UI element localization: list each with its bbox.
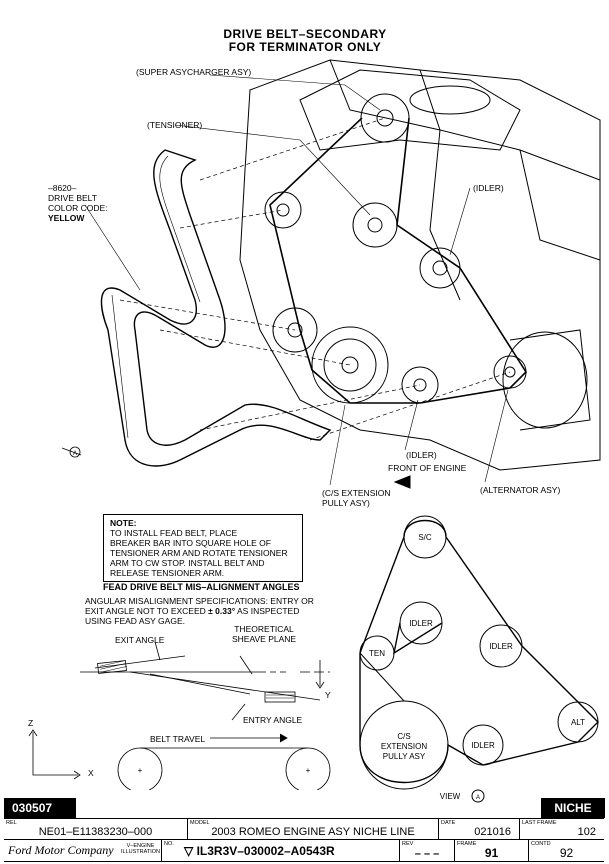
- label-entry-angle: ENTRY ANGLE: [243, 715, 303, 725]
- engine-illustration: A: [61, 59, 601, 489]
- model-value: 2003 ROMEO ENGINE ASY NICHE LINE: [211, 826, 415, 838]
- belt-name: DRIVE BELT: [48, 193, 97, 203]
- spec-line-2: EXIT ANGLE NOT TO EXCEED ± 0.33° AS INSP…: [85, 606, 314, 616]
- lastframe-caption: LAST FRAME: [522, 820, 557, 826]
- note-line-1: TO INSTALL FEAD BELT, PLACE: [110, 528, 238, 538]
- svg-text:+: +: [306, 766, 311, 775]
- label-sheave-plane: THEORETICAL SHEAVE PLANE: [232, 624, 296, 644]
- label-belt-travel: BELT TRAVEL: [150, 734, 206, 744]
- cell-number: NO. ▽ IL3R3V–030002–A0543R: [162, 840, 400, 861]
- cell-date: DATE 021016: [439, 819, 520, 839]
- label-tensioner: (TENSIONER): [147, 120, 203, 130]
- spec-tolerance: ± 0.33°: [208, 606, 236, 616]
- tensioner-pulley: [352, 202, 398, 248]
- v-engine-illustration: V–ENGINE ILLUSTRATION: [121, 843, 160, 855]
- title-block: REL NE01–E11383230–000 MODEL 2003 ROMEO …: [4, 818, 604, 862]
- label-cs-extension-line2: PULLY ASY): [322, 498, 370, 508]
- routing-diagram: S/C IDLER TEN IDLER C/S EXTENSION PULLY …: [359, 515, 599, 803]
- route-label-cs-1: C/S: [397, 732, 410, 741]
- spec-line-2a: EXIT ANGLE NOT TO EXCEED: [85, 606, 209, 616]
- no-value: IL3R3V–030002–A0543R: [196, 844, 335, 858]
- label-axis-z: Z: [28, 718, 34, 728]
- route-label-sc: S/C: [418, 533, 432, 542]
- cell-model: MODEL 2003 ROMEO ENGINE ASY NICHE LINE: [188, 819, 439, 839]
- title-line-2: FOR TERMINATOR ONLY: [228, 40, 382, 54]
- contd-value: 92: [559, 846, 574, 860]
- footer-code: 030507: [4, 798, 76, 818]
- cell-ford: Ford Motor Company V–ENGINE ILLUSTRATION: [4, 840, 162, 861]
- crankshaft-pulley: [311, 326, 389, 404]
- label-axis-y: Y: [325, 690, 331, 700]
- illustration-number: ▽ IL3R3V–030002–A0543R: [184, 844, 335, 858]
- label-sheave-line2: SHEAVE PLANE: [232, 634, 297, 644]
- note-line-3: TENSIONER ARM AND ROTATE TENSIONER: [110, 548, 288, 558]
- label-exit-angle: EXIT ANGLE: [115, 635, 165, 645]
- misalignment-diagram: + +: [28, 641, 331, 790]
- label-front-of-engine: FRONT OF ENGINE: [388, 463, 467, 473]
- model-caption: MODEL: [190, 820, 210, 826]
- belt-part-number: –8620–: [48, 183, 77, 193]
- belt-color-code: COLOR CODE:: [48, 203, 108, 213]
- svg-text:+: +: [138, 766, 143, 775]
- route-label-idler-top: IDLER: [409, 619, 433, 628]
- label-cs-extension: (C/S EXTENSION PULLY ASY): [322, 488, 390, 508]
- rev-caption: REV: [402, 841, 414, 847]
- drive-belt-exploded: [100, 149, 332, 467]
- label-supercharger: (SUPER ASYCHARGER ASY): [136, 67, 252, 77]
- v-engine-line1: V–ENGINE: [126, 843, 155, 849]
- cell-last-frame: LAST FRAME 102: [520, 819, 604, 839]
- label-alternator: (ALTERNATOR ASY): [480, 485, 561, 495]
- spec-line-2c: AS INSPECTED: [235, 606, 300, 616]
- route-view-letter: A: [476, 795, 480, 801]
- cell-rel: REL NE01–E11383230–000: [4, 819, 188, 839]
- note-line-2: BREAKER BAR INTO SQUARE HOLE OF: [110, 538, 271, 548]
- frame-value: 91: [484, 846, 499, 860]
- label-axis-x: X: [88, 768, 94, 778]
- route-label-cs-2: EXTENSION: [381, 742, 427, 751]
- misalignment-heading: FEAD DRIVE BELT MIS–ALIGNMENT ANGLES: [103, 582, 300, 592]
- route-belt: [359, 519, 599, 784]
- date-caption: DATE: [441, 820, 456, 826]
- frame-caption: FRAME: [457, 841, 477, 847]
- note-heading: NOTE:: [110, 518, 137, 528]
- note-box: NOTE: TO INSTALL FEAD BELT, PLACE BREAKE…: [103, 514, 303, 582]
- route-view-label: VIEW: [440, 792, 461, 801]
- label-drive-belt: –8620– DRIVE BELT COLOR CODE: YELLOW: [48, 183, 108, 223]
- spec-line-3: USING FEAD ASY GAGE.: [85, 616, 185, 626]
- cell-contd: CONTD 92: [529, 840, 604, 861]
- label-cs-extension-line1: (C/S EXTENSION: [322, 488, 391, 498]
- cell-rev: REV – – –: [400, 840, 455, 861]
- engine-outline: [239, 59, 601, 471]
- note-line-4: ARM TO CW STOP. INSTALL BELT AND: [110, 558, 265, 568]
- route-label-ten: TEN: [369, 649, 385, 658]
- date-value: 021016: [474, 826, 511, 838]
- lastframe-value: 102: [577, 826, 596, 838]
- route-label-idler-right: IDLER: [489, 642, 513, 651]
- belt-color-value: YELLOW: [48, 213, 85, 223]
- no-caption: NO.: [164, 841, 174, 847]
- diagram-title: DRIVE BELT–SECONDARY FOR TERMINATOR ONLY: [190, 28, 420, 54]
- installed-belt: [269, 117, 528, 404]
- spec-line-1: ANGULAR MISALIGNMENT SPECIFICATIONS: ENT…: [85, 596, 314, 606]
- note-line-5: RELEASE TENSIONER ARM.: [110, 568, 225, 578]
- svg-text:A: A: [73, 451, 77, 457]
- rel-value: NE01–E11383230–000: [38, 826, 153, 838]
- cell-frame: FRAME 91: [455, 840, 529, 861]
- route-label-alt: ALT: [571, 718, 585, 727]
- label-idler-lower: (IDLER): [406, 450, 437, 460]
- route-label-idler-bottom: IDLER: [471, 741, 495, 750]
- label-sheave-line1: THEORETICAL: [234, 624, 294, 634]
- ford-logo: Ford Motor Company: [8, 843, 114, 857]
- view-a-marker: A: [61, 446, 82, 458]
- footer-brand: NICHE: [541, 798, 605, 818]
- misalignment-spec: ANGULAR MISALIGNMENT SPECIFICATIONS: ENT…: [85, 596, 314, 626]
- rel-caption: REL: [6, 820, 17, 826]
- title-line-1: DRIVE BELT–SECONDARY: [223, 27, 387, 41]
- label-idler-upper: (IDLER): [473, 183, 504, 193]
- rev-value: – – –: [414, 848, 440, 860]
- v-engine-line2: ILLUSTRATION: [121, 849, 161, 855]
- route-label-cs-3: PULLY ASY: [383, 752, 426, 761]
- contd-caption: CONTD: [531, 841, 551, 847]
